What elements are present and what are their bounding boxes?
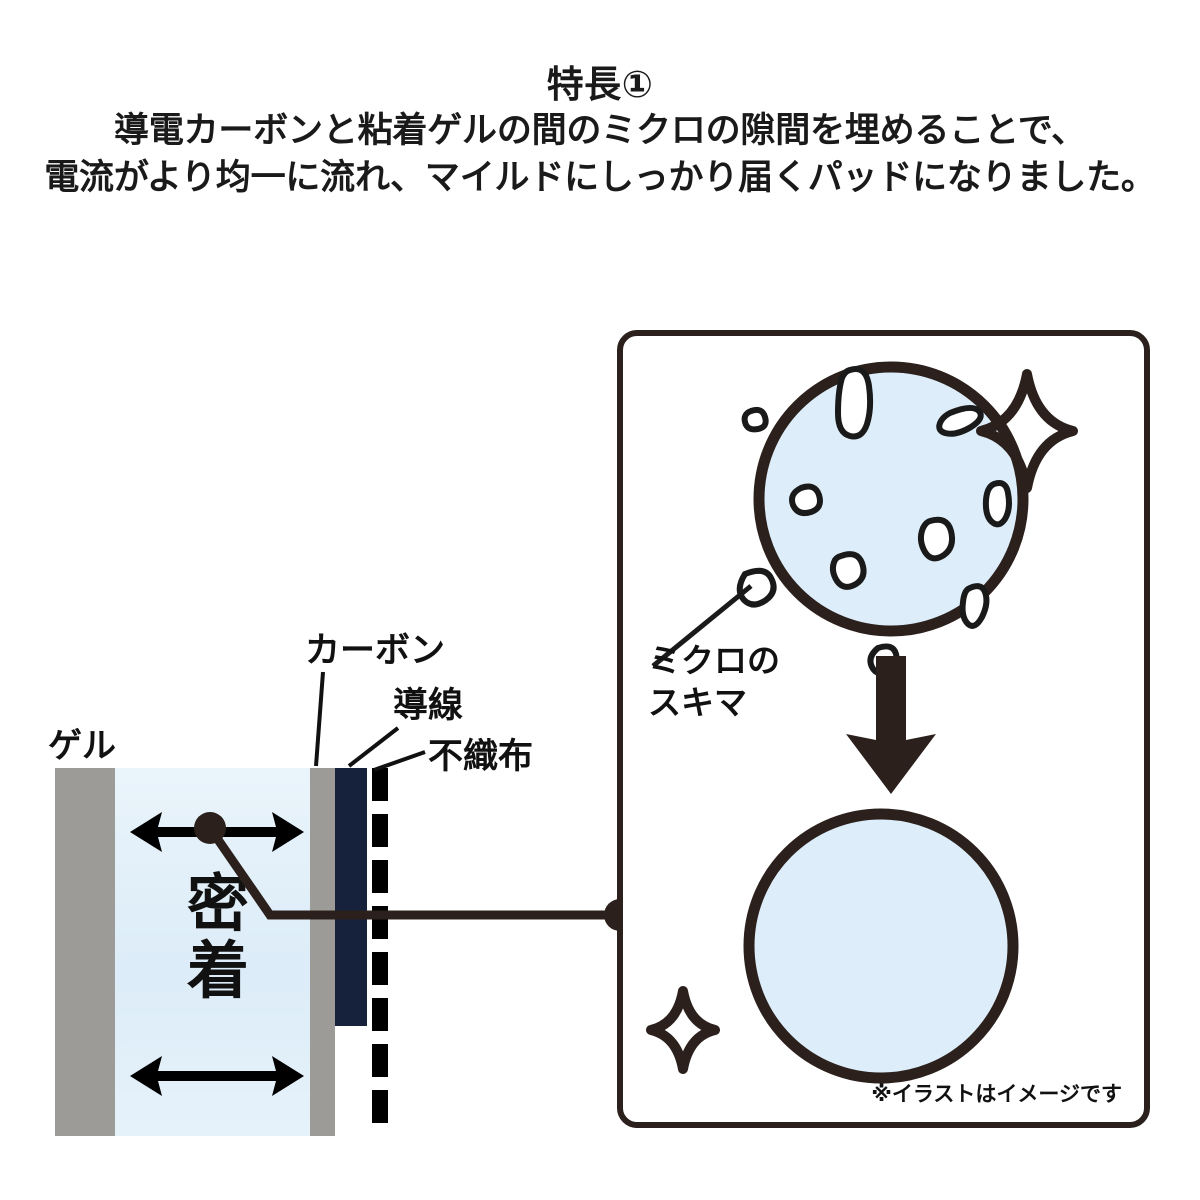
detail-panel: ※イラストはイメージです	[617, 330, 1150, 1128]
top-circle-group	[651, 361, 1029, 677]
micro-gap-label-line-2: スキマ	[648, 684, 747, 722]
micro-gap-label-line-1: ミクロの	[648, 642, 780, 679]
conductive-wire-layer	[335, 768, 367, 1026]
carbon-layer	[310, 768, 335, 1136]
callout-connector	[194, 812, 636, 931]
panel-disclaimer-note: ※イラストはイメージです	[871, 1083, 1122, 1106]
transition-arrow	[846, 656, 936, 794]
bottom-circle-group	[646, 369, 1078, 1084]
page-title: 特長①	[546, 64, 654, 105]
cross-section-diagram: 密着 ゲル カーボン 導線 不織布	[0, 300, 600, 1136]
gel-backing-layer	[55, 768, 115, 1136]
header-line-1: 導電カーボンと粘着ゲルの間のミクロの隙間を埋めることで、	[114, 111, 1086, 151]
micro-gap-leader-line	[651, 584, 753, 668]
label-gel: ゲル	[48, 727, 116, 765]
adhesion-arrow-bottom	[130, 1056, 304, 1096]
connector-dot-source	[194, 812, 226, 844]
sparkle-icon-top-right	[976, 369, 1078, 493]
label-carbon: カーボン	[305, 631, 446, 670]
label-nonwoven: 不織布	[428, 737, 534, 776]
cross-section-leader-lines	[314, 671, 426, 772]
adhesion-text: 密着	[186, 870, 249, 1006]
panel-illustration	[646, 361, 1078, 1084]
header-line-2: 電流がより均一に流れ、マイルドにしっかり届くパッドになりました。	[44, 158, 1156, 198]
label-wire: 導線	[393, 686, 464, 725]
sparkle-icon-bottom-left	[646, 986, 720, 1074]
micro-gap-label: ミクロの スキマ	[648, 640, 780, 724]
header-block: 特長① 導電カーボンと粘着ゲルの間のミクロの隙間を埋めることで、 電流がより均一…	[0, 62, 1200, 202]
